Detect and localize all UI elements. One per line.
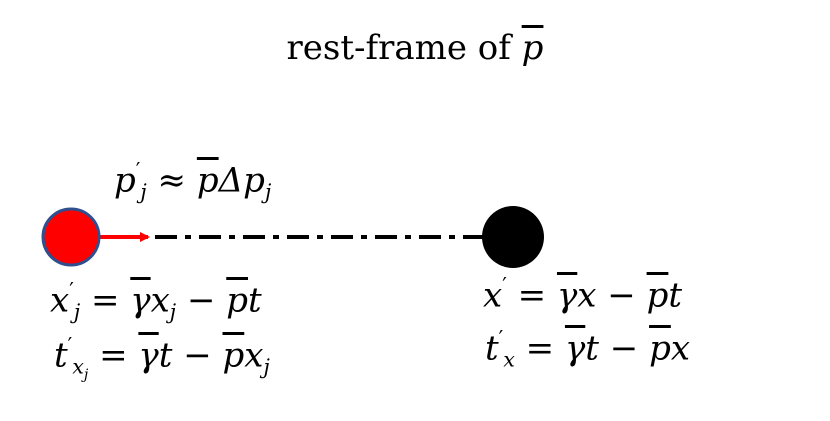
left-eq1-lhs-sub: j [73,299,81,324]
momentum-rhs-sub: j [264,179,272,204]
left-eq2-equals: = [99,335,128,376]
left-eq2-t: t [158,335,173,376]
right-eq1-gamma: γ [556,275,578,316]
left-eq1-equals: = [90,280,120,321]
right-eq2-gamma: γ [564,328,586,369]
left-eq2-lhs: t [54,335,68,376]
right-position-equation: x′ = γx − pt [483,273,683,316]
momentum-rhs-pbar: p [196,160,219,201]
left-eq2-minus: − [183,335,212,376]
left-eq2-x: x [244,335,264,376]
momentum-label: p′j ≈ pΔpj [114,158,272,204]
right-eq1-pbar: p [646,275,669,316]
rest-particle [482,206,544,268]
left-eq1-x-sub: j [169,299,177,324]
left-eq2-gamma: γ [138,335,159,376]
left-eq1-lhs: x [50,280,70,321]
right-time-equation: t′x = γt − px [485,326,691,372]
left-eq1-gamma: γ [130,280,151,321]
left-eq2-lhs-sub: x [72,354,84,379]
left-eq1-pbar: p [226,280,249,321]
left-eq2-pbar: p [222,335,245,376]
right-eq1-x: x [577,275,597,316]
right-eq1-minus: − [607,275,636,316]
left-position-equation: x′j = γxj − pt [50,278,262,324]
momentum-lhs: p [114,160,136,201]
moving-particle [41,207,101,267]
right-eq1-equals: = [517,275,547,316]
approx-symbol: ≈ [157,160,187,201]
left-eq2-x-sub: j [263,354,270,379]
left-eq2-lhs-subsub: j [83,367,89,384]
right-eq2-equals: = [525,328,555,369]
right-eq2-t: t [585,328,599,369]
left-eq1-minus: − [186,280,216,321]
right-eq1-lhs: x [483,275,503,316]
right-eq2-lhs: t [485,328,499,369]
right-eq2-pbar: p [649,328,671,369]
right-eq2-lhs-sub: x [503,347,515,372]
title-symbol: p [521,28,544,68]
right-eq1-t: t [668,275,683,316]
left-time-equation: t′xj = γt − pxj [54,333,270,384]
title-prefix: rest-frame of [286,28,522,68]
left-eq1-t: t [248,280,262,321]
momentum-rhs-delta: Δp [218,160,265,201]
diagram-title: rest-frame of p [0,28,830,68]
right-eq2-minus: − [609,328,639,369]
right-eq2-x: x [670,328,691,369]
left-eq1-x: x [150,280,170,321]
momentum-lhs-sub: j [140,179,147,204]
